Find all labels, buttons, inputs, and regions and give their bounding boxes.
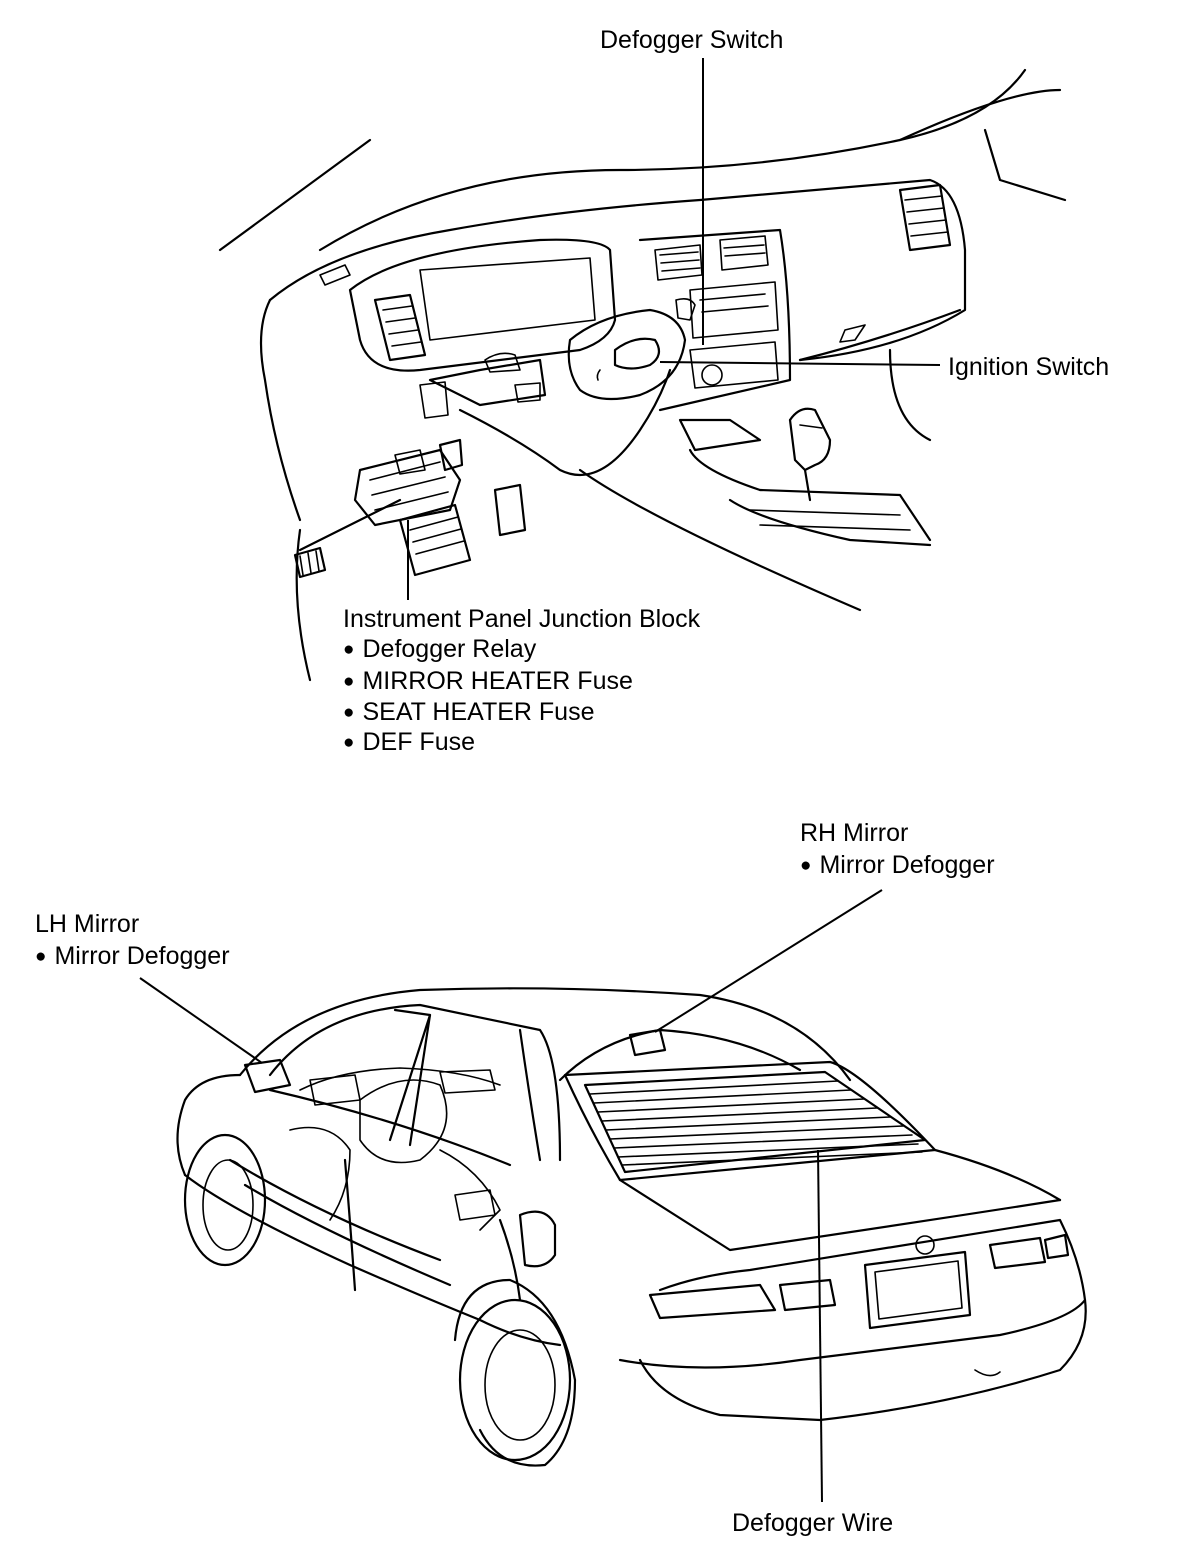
ignition-switch-label: Ignition Switch (948, 353, 1110, 381)
defogger-wire-label: Defogger Wire (732, 1509, 894, 1537)
defogger-switch-label: Defogger Switch (600, 26, 784, 54)
junction-block-item: SEAT HEATER Fuse (343, 697, 594, 730)
rh-mirror-item: Mirror Defogger (800, 850, 994, 883)
lh-mirror-title: LH Mirror (35, 910, 140, 938)
junction-block-item: MIRROR HEATER Fuse (343, 666, 632, 699)
junction-block-item: DEF Fuse (343, 727, 475, 760)
defogger-wire-grid (589, 1080, 923, 1166)
car-illustration (139, 889, 1087, 1503)
junction-block-item: Defogger Relay (343, 634, 536, 667)
junction-block-title: Instrument Panel Junction Block (343, 605, 701, 633)
dashboard-illustration (218, 58, 1067, 682)
lh-mirror-item: Mirror Defogger (35, 941, 229, 974)
rh-mirror-title: RH Mirror (800, 819, 909, 847)
